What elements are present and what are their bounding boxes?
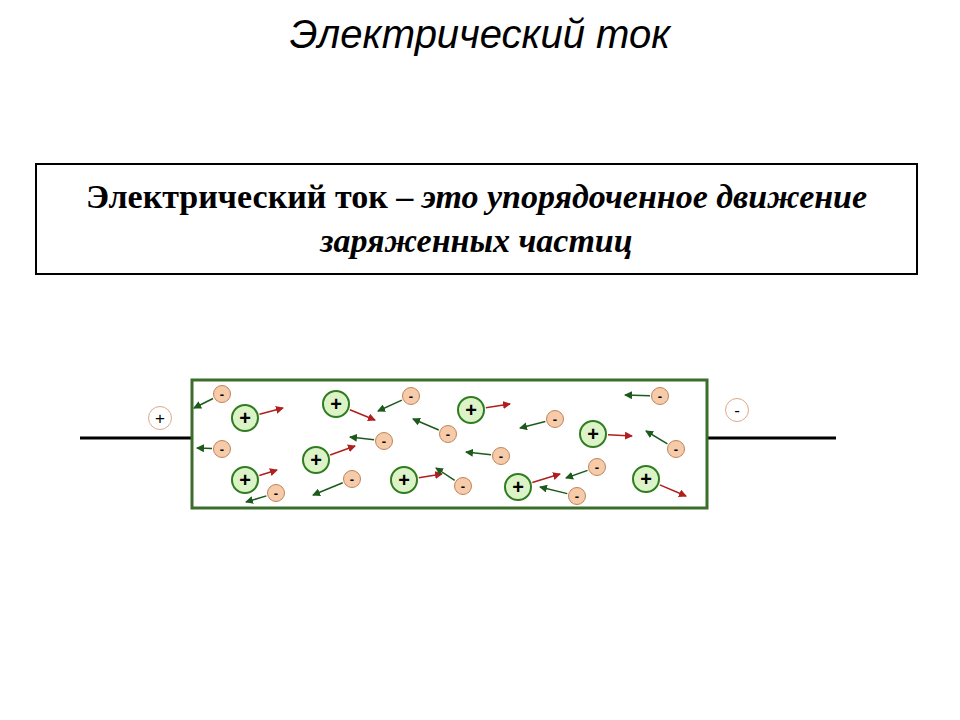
slide-title: Электрический ток (0, 12, 960, 57)
velocity-arrow (608, 435, 632, 436)
electron: - (568, 487, 586, 505)
electron: - (546, 410, 564, 428)
electron: - (375, 432, 393, 450)
positive-ion: + (231, 466, 259, 494)
velocity-arrow (260, 408, 283, 414)
charge-sign: + (587, 424, 599, 444)
charge-sign: + (330, 394, 342, 414)
charge-sign: + (512, 477, 524, 497)
velocity-arrow (330, 446, 355, 455)
velocity-arrow (259, 470, 277, 476)
electron: - (213, 385, 231, 403)
velocity-arrow (419, 474, 442, 478)
charge-sign: - (409, 390, 413, 403)
velocity-arrow (532, 474, 560, 483)
charge-sign: - (446, 428, 450, 441)
velocity-arrow (540, 487, 567, 494)
electron: - (492, 447, 510, 465)
velocity-arrow (625, 394, 650, 396)
velocity-arrow (246, 496, 266, 502)
charge-sign: - (499, 450, 503, 463)
charge-sign: + (310, 450, 322, 470)
terminal-sign: + (148, 406, 172, 430)
charge-sign: - (220, 388, 224, 401)
charge-sign: - (658, 390, 662, 403)
positive-ion: + (457, 396, 485, 424)
electron: - (402, 387, 420, 405)
velocity-arrow (466, 452, 491, 455)
charge-sign: - (461, 480, 465, 493)
charge-sign: + (155, 410, 165, 427)
charge-sign: + (640, 469, 652, 489)
positive-ion: + (302, 446, 330, 474)
velocity-arrow (350, 410, 375, 420)
conductor (192, 380, 707, 508)
electron: - (454, 477, 472, 495)
definition-text: Электрический ток –это упорядоченное дви… (57, 175, 896, 263)
velocity-arrow (313, 483, 343, 495)
positive-ion: + (231, 404, 259, 432)
electron: - (213, 440, 231, 458)
definition-box: Электрический ток –это упорядоченное дви… (35, 163, 918, 275)
charge-sign: - (674, 443, 678, 456)
electron: - (343, 470, 361, 488)
charge-sign: - (382, 435, 386, 448)
electron: - (588, 458, 606, 476)
charge-sign: - (575, 490, 579, 503)
velocity-arrow (520, 421, 545, 428)
velocity-arrow (413, 419, 439, 430)
electron: - (439, 425, 457, 443)
charge-sign: - (595, 461, 599, 474)
positive-ion: + (322, 390, 350, 418)
velocity-arrow (646, 431, 667, 444)
term-name: Электрический ток – (86, 178, 413, 215)
wire (80, 437, 192, 440)
charge-sign: - (350, 473, 354, 486)
terminal-sign: - (725, 398, 749, 422)
charge-sign: - (553, 413, 557, 426)
velocity-arrow (194, 398, 213, 408)
velocity-arrow (436, 468, 455, 480)
charge-sign: + (239, 470, 251, 490)
charge-sign: + (239, 408, 251, 428)
charge-sign: + (398, 470, 410, 490)
charge-sign: - (274, 487, 278, 500)
positive-ion: + (579, 420, 607, 448)
velocity-arrow (486, 404, 510, 408)
positive-ion: + (504, 473, 532, 501)
electron: - (267, 484, 285, 502)
positive-ion: + (632, 465, 660, 493)
velocity-arrow (378, 400, 402, 411)
velocity-arrow (660, 485, 686, 496)
electron: - (651, 387, 669, 405)
velocity-arrow (197, 447, 212, 449)
charge-sign: - (734, 402, 740, 419)
charge-sign: - (220, 443, 224, 456)
charge-sign: + (465, 400, 477, 420)
velocity-arrow (566, 470, 588, 478)
wire (707, 437, 836, 440)
velocity-arrow (350, 437, 374, 440)
positive-ion: + (390, 466, 418, 494)
electron: - (667, 440, 685, 458)
